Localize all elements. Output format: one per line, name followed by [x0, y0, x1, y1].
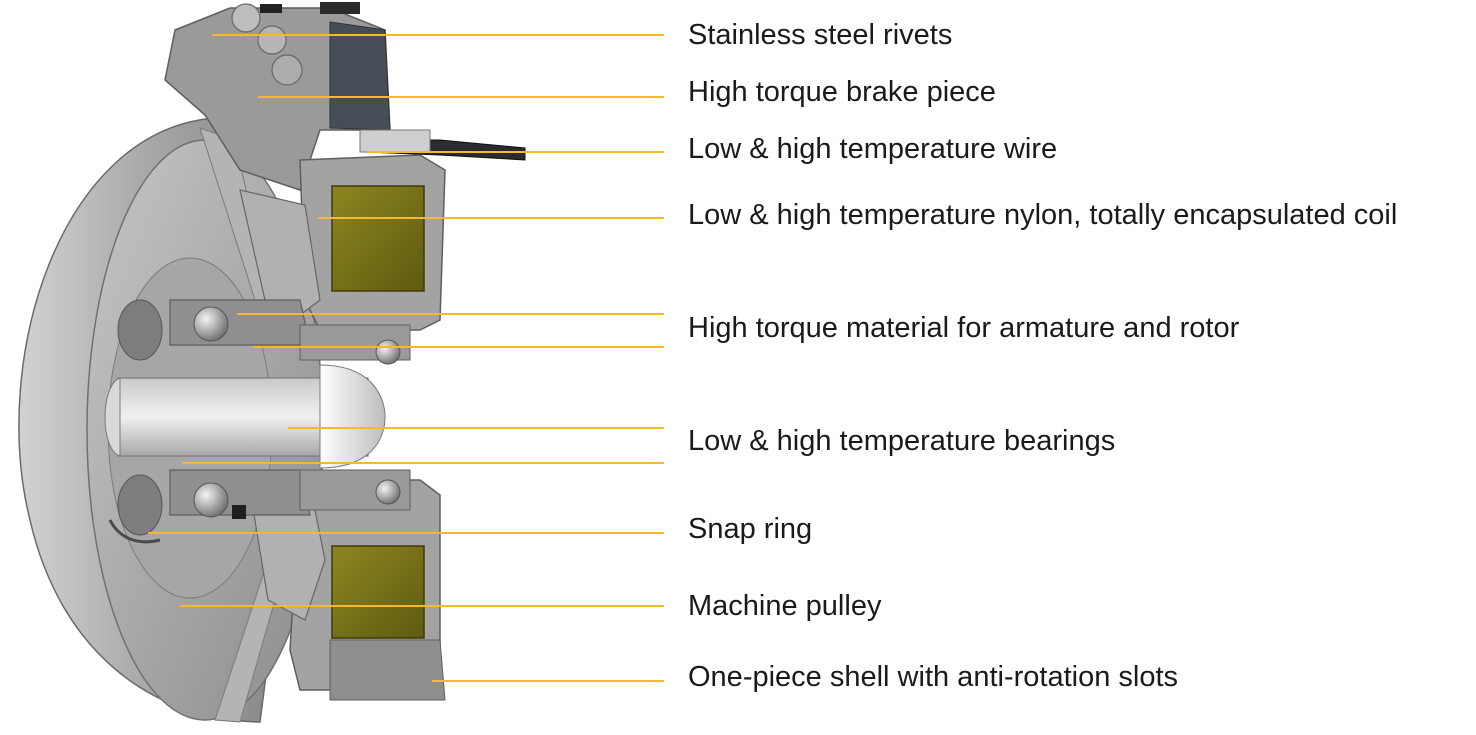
callout-label-armature-rotor: High torque material for armature and ro…: [688, 312, 1240, 344]
callout-label-coil: Low & high temperature nylon, totally en…: [688, 199, 1398, 231]
leader-lines: [148, 34, 664, 682]
coil-shape: [331, 185, 425, 639]
callout-label-bearings: Low & high temperature bearings: [688, 425, 1116, 457]
wire-shape: [359, 129, 526, 161]
callout-label-snap-ring: Snap ring: [688, 513, 813, 545]
callout-label-brake-piece: High torque brake piece: [688, 76, 996, 108]
callout-label-wire: Low & high temperature wire: [688, 133, 1058, 165]
armature-rotor-shape: [169, 189, 411, 621]
shaft-shape: [104, 364, 386, 469]
callout-label-pulley: Machine pulley: [688, 590, 882, 622]
callout-label-rivets: Stainless steel rivets: [688, 19, 953, 51]
brake-piece-shape: [164, 2, 391, 191]
callout-label-shell: One-piece shell with anti-rotation slots: [688, 661, 1179, 693]
snap-ring-shape: [108, 505, 246, 544]
bearings-shape: [117, 299, 401, 536]
